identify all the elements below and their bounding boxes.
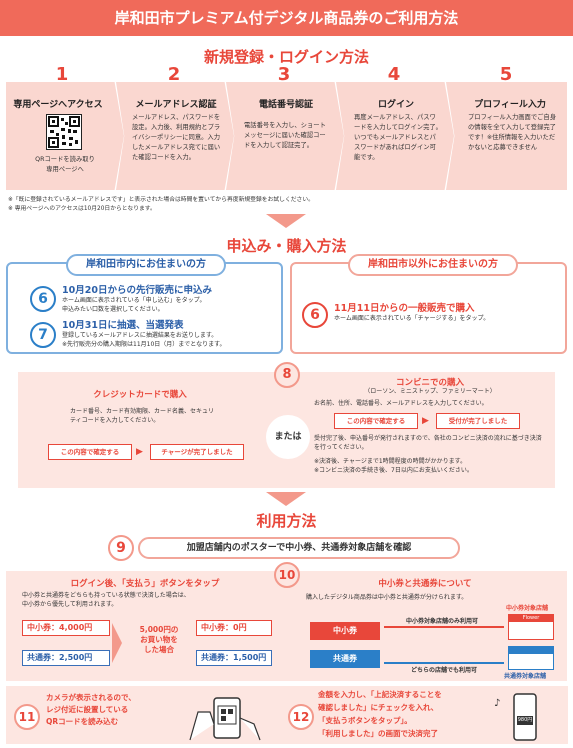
credit-complete-button[interactable]: チャージが完了しました — [150, 444, 244, 460]
step-5-body: プロフィール入力画面でご自身の情報を全て入力して登録完了です！※住所情報を入力い… — [468, 114, 557, 151]
convenience-store-body: お名前、住所、電話番号、メールアドレスを入力してください。 — [314, 400, 488, 407]
step-4-number: 4 — [387, 64, 401, 85]
coupon-types-body: 購入したデジタル商品券は中小券と共通券が分けられます。 — [306, 594, 468, 601]
step-1-title: 専用ページへアクセス — [13, 100, 103, 110]
convenience-shop-icon — [508, 646, 554, 670]
qr-code-icon — [48, 116, 80, 148]
page-header: 岸和田市プレミアム付デジタル商品券のご利用方法 — [0, 0, 573, 36]
step-4 — [336, 82, 454, 190]
note-access-date: ※ 専用ページへのアクセスは10月20日からとなります。 — [8, 206, 156, 212]
chusho-shop-label: 中小券対象店舗 — [506, 605, 549, 612]
section-title-usage: 利用方法 — [256, 512, 317, 530]
residents-label: 岸和田市内にお住まいの方 — [66, 254, 226, 276]
step-12-number: 12 — [288, 704, 314, 730]
arrow-line-red — [384, 626, 504, 628]
arrow-right-icon-2: ▶ — [422, 416, 429, 426]
convenience-store-note-1: ※決済後、チャージまで1時間程度の時間がかかります。 — [314, 458, 467, 465]
step-12-text: 金額を入力し、「上記決済することを 確認しました」にチェックを入れ、 「支払うボ… — [318, 690, 442, 738]
section-title-registration: 新規登録・ログイン方法 — [203, 48, 369, 66]
step-11-number: 11 — [14, 704, 40, 730]
step-2 — [116, 82, 234, 190]
step-5-number: 5 — [499, 64, 513, 85]
step-7-body-1: 登録しているメールアドレスに抽選結果をお送りします。 — [62, 332, 218, 339]
step-8-number: 8 — [274, 362, 300, 388]
step-6-general-number: 6 — [302, 302, 328, 328]
step-4-title: ログイン — [377, 100, 414, 110]
chusho-ticket-button[interactable]: 中小券 — [310, 622, 380, 640]
flower-shop-icon: Flower — [508, 614, 554, 640]
kyotsu-ticket-button[interactable]: 共通券 — [310, 650, 380, 668]
music-note-icon: ♪ — [494, 698, 501, 709]
credit-card-title: クレジットカードで購入 — [93, 390, 187, 400]
step-4-body: 再度メールアドレス、パスワードを入力してログイン完了。いつでもメールアドレスとパ… — [354, 114, 442, 161]
kyotsu-shop-label: 共通券対象店舗 — [504, 673, 547, 680]
chusho-after: 中小券：0円 — [196, 620, 272, 636]
step-5-title: プロフィール入力 — [474, 100, 546, 110]
step-2-number: 2 — [167, 64, 181, 85]
nonresidents-label: 岸和田市以外にお住まいの方 — [348, 254, 518, 276]
down-arrow-icon — [266, 214, 306, 228]
convenience-store-subtitle: （ローソン、ミニストップ、ファミリーマート） — [364, 388, 496, 395]
convenience-sign — [509, 647, 553, 654]
step-6-body-1: ホーム画面に表示されている「申し込む」をタップ。 — [62, 297, 206, 304]
step-6-general-body: ホーム画面に表示されている「チャージする」をタップ。 — [334, 315, 490, 322]
step-1-number: 1 — [55, 64, 69, 85]
chusho-usage-label: 中小券対象店舗のみ利用可 — [405, 618, 478, 625]
kyotsu-usage-label: どちらの店舗でも利用可 — [410, 667, 477, 674]
chevron-right-icon — [112, 623, 122, 663]
arrow-line-blue — [384, 662, 504, 664]
convenience-confirm-button[interactable]: この内容で確定する — [334, 413, 418, 429]
down-arrow-icon-2 — [266, 492, 306, 506]
step-5 — [446, 82, 567, 190]
step-7-body-2: ※先行販売分の購入期限は11月10日（月）までとなります。 — [62, 341, 226, 348]
step-9-number: 9 — [108, 535, 134, 561]
credit-card-body: カード番号、カード有効期限、カード名義、セキュリティコードを入力してください。 — [70, 408, 215, 424]
note-registered-email: ※「既に登録されているメールアドレスです」と表示された場合は時間を置いてから再度… — [8, 197, 314, 203]
step-3-number: 3 — [277, 64, 291, 85]
phone-scan-illustration — [180, 694, 266, 742]
step-2-body: メールアドレス、パスワードを設定。入力後、利用規約とプライバシーポリシーに同意。… — [132, 114, 221, 161]
step-7-number: 7 — [30, 322, 56, 348]
convenience-complete-button[interactable]: 受付が完了しました — [436, 413, 520, 429]
step-6-body-2: 申込みたい口数を選択してください。 — [62, 306, 164, 313]
step-3-title: 電話番号認証 — [258, 100, 313, 110]
purchase-amount-label: 5,000円の お買い物を した場合 — [139, 625, 179, 654]
step-3 — [226, 82, 344, 190]
or-label: または — [266, 415, 310, 459]
step-9-banner: 加盟店舗内のポスターで中小券、共通券対象店舗を確認 — [138, 537, 460, 559]
nonresidents-box — [290, 262, 567, 354]
flower-sign: Flower — [509, 615, 553, 622]
convenience-store-title: コンビニでの購入 — [395, 378, 464, 388]
phone-amount: 980円 — [517, 717, 533, 723]
step-6-number: 6 — [30, 286, 56, 312]
step-6-general-title: 11月11日からの一般販売で購入 — [334, 303, 475, 314]
arrow-right-icon: ▶ — [136, 447, 143, 457]
step-11-text: カメラが表示されるので、 レジ付近に設置している QRコードを読み込む — [46, 693, 136, 726]
step-7-title: 10月31日に抽選、当選発表 — [62, 320, 184, 331]
coupon-types-title: 中小券と共通券について — [378, 579, 472, 589]
step-10-number: 10 — [274, 562, 300, 588]
kyotsu-after: 共通券：1,500円 — [196, 650, 272, 666]
qr-code-image[interactable] — [46, 114, 82, 150]
step-3-body: 電話番号を入力し、ショートメッセージに届いた確認コードを入力して認証完了。 — [244, 122, 326, 149]
chusho-before: 中小券：4,000円 — [22, 620, 110, 636]
kyotsu-before: 共通券：2,500円 — [22, 650, 110, 666]
step-2-title: メールアドレス認証 — [135, 100, 217, 110]
phone-scan-icon — [189, 697, 261, 741]
credit-confirm-button[interactable]: この内容で確定する — [48, 444, 132, 460]
step-1-body: QRコードを読み取り 専用ページへ — [35, 156, 95, 173]
smartphone-icon — [513, 693, 537, 741]
payment-body-2: 中小券から優先して利用されます。 — [22, 601, 118, 608]
convenience-store-note-2: ※コンビニ決済の手続き後、7日以内にお支払いください。 — [314, 467, 473, 474]
step-6-title: 10月20日からの先行販売に申込み — [62, 285, 212, 296]
payment-title: ログイン後、「支払う」ボタンをタップ — [70, 579, 220, 589]
convenience-store-body-2: 受付完了後、申込番号が発行されますので、各社のコンビニ決済の流れに基づき決済を行… — [314, 435, 542, 451]
registration-steps — [0, 82, 573, 190]
payment-body-1: 中小券と共通券をどちらも持っている状態で決済した場合は、 — [22, 592, 190, 599]
phone-payment-illustration: 980円 — [512, 692, 538, 742]
section-title-purchase: 申込み・購入方法 — [226, 237, 347, 255]
